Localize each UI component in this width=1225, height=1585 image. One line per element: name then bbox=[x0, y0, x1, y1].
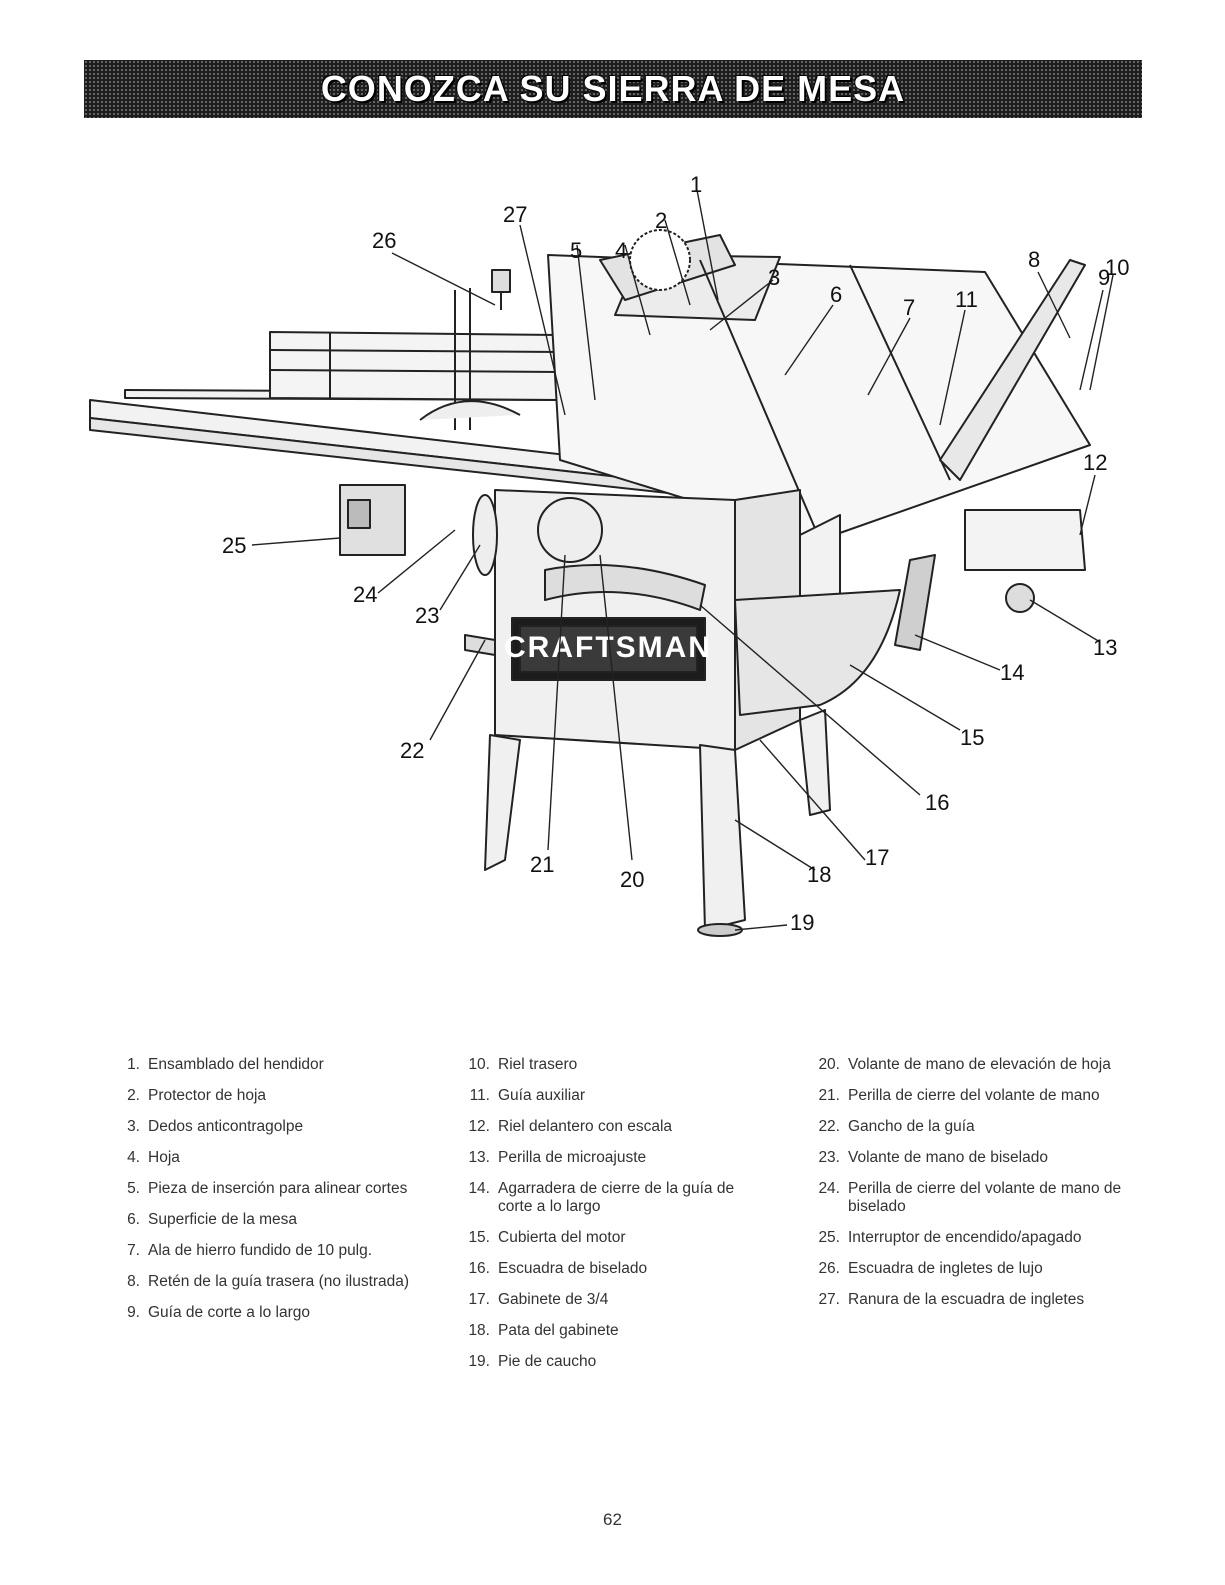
guide-hook bbox=[464, 634, 496, 656]
legend-item: 12.Riel delantero con escala bbox=[468, 1118, 673, 1135]
callout-9: 9 bbox=[1098, 265, 1110, 290]
legend-item: 11.Guía auxiliar bbox=[469, 1087, 586, 1104]
callout-27: 27 bbox=[503, 202, 527, 227]
callout-22: 22 bbox=[400, 738, 424, 763]
legend-item: 4.Hoja bbox=[127, 1149, 180, 1166]
table-saw-illustration: CRAFTSMAN bbox=[0, 160, 1225, 960]
legend-column-2: 10.Riel trasero 11.Guía auxiliar 12.Riel… bbox=[460, 1056, 760, 1384]
callout-4: 4 bbox=[615, 238, 627, 263]
legend-column-1: 1.Ensamblado del hendidor 2.Protector de… bbox=[110, 1056, 410, 1335]
legend-column-3: 20.Volante de mano de elevación de hoja … bbox=[810, 1056, 1130, 1322]
legend-item: 13.Perilla de microajuste bbox=[468, 1149, 647, 1166]
bevel-handwheel bbox=[472, 494, 498, 576]
legend-item: 19.Pie de caucho bbox=[468, 1353, 597, 1370]
legend-item: 22.Gancho de la guía bbox=[818, 1118, 975, 1135]
callout-26: 26 bbox=[372, 228, 396, 253]
micro-adjust-knob bbox=[1005, 583, 1035, 613]
leg-front-right bbox=[699, 744, 746, 931]
callout-20: 20 bbox=[620, 867, 644, 892]
legend-item: 25.Interruptor de encendido/apagado bbox=[818, 1229, 1082, 1246]
callout-19: 19 bbox=[790, 910, 814, 935]
leg-front-left bbox=[484, 734, 521, 871]
callout-12: 12 bbox=[1083, 450, 1107, 475]
callout-18: 18 bbox=[807, 862, 831, 887]
callout-5: 5 bbox=[570, 238, 582, 263]
title-banner: CONOZCA SU SIERRA DE MESA bbox=[84, 60, 1142, 118]
page-number: 62 bbox=[603, 1510, 622, 1529]
elevation-handwheel bbox=[537, 497, 603, 563]
legend-item: 8.Retén de la guía trasera (no ilustrada… bbox=[127, 1273, 410, 1290]
callout-21: 21 bbox=[530, 852, 554, 877]
callout-2: 2 bbox=[655, 208, 667, 233]
rip-fence bbox=[939, 259, 1086, 481]
legend-item: 9.Guía de corte a lo largo bbox=[127, 1304, 310, 1321]
brand-logo: CRAFTSMAN bbox=[504, 631, 712, 664]
callout-14: 14 bbox=[1000, 660, 1024, 685]
callout-3: 3 bbox=[768, 265, 780, 290]
bevel-scale bbox=[544, 564, 706, 611]
legend-item: 18.Pata del gabinete bbox=[468, 1322, 619, 1339]
legend-item: 2.Protector de hoja bbox=[127, 1087, 267, 1104]
legend-item: 7.Ala de hierro fundido de 10 pulg. bbox=[127, 1242, 373, 1259]
legend-item: 16.Escuadra de biselado bbox=[468, 1260, 648, 1277]
legend-item: 1.Ensamblado del hendidor bbox=[127, 1056, 324, 1073]
legend-item: 15.Cubierta del motor bbox=[468, 1229, 626, 1246]
table-saw-drawing: CRAFTSMAN bbox=[89, 172, 1129, 937]
rip-fence-lock-handle bbox=[894, 554, 936, 651]
callout-15: 15 bbox=[960, 725, 984, 750]
callout-7: 7 bbox=[903, 295, 915, 320]
callout-10: 10 bbox=[1105, 255, 1129, 280]
callout-25: 25 bbox=[222, 533, 246, 558]
legend-item: 14.Agarradera de cierre de la guía de co… bbox=[468, 1180, 735, 1215]
miter-fence bbox=[269, 331, 561, 401]
legend-item: 5.Pieza de inserción para alinear cortes bbox=[127, 1180, 408, 1197]
miter-knob bbox=[491, 269, 511, 293]
callout-6: 6 bbox=[830, 282, 842, 307]
legend-item: 10.Riel trasero bbox=[468, 1056, 578, 1073]
callout-23: 23 bbox=[415, 603, 439, 628]
page-title: CONOZCA SU SIERRA DE MESA bbox=[320, 68, 906, 109]
legend-item: 24.Perilla de cierre del volante de mano… bbox=[818, 1180, 1122, 1215]
legend-item: 17.Gabinete de 3/4 bbox=[468, 1291, 609, 1308]
legend-item: 26.Escuadra de ingletes de lujo bbox=[818, 1260, 1043, 1277]
saw-blade bbox=[629, 229, 691, 291]
motor-cover bbox=[734, 589, 901, 716]
callout-11: 11 bbox=[955, 287, 978, 312]
callout-1: 1 bbox=[690, 172, 702, 197]
callout-8: 8 bbox=[1028, 247, 1040, 272]
leg-rear bbox=[799, 709, 831, 816]
callout-17: 17 bbox=[865, 845, 889, 870]
legend-item: 20.Volante de mano de elevación de hoja bbox=[818, 1056, 1111, 1073]
legend-item: 27.Ranura de la escuadra de ingletes bbox=[818, 1291, 1085, 1308]
callout-24: 24 bbox=[353, 582, 377, 607]
legend-item: 23.Volante de mano de biselado bbox=[818, 1149, 1048, 1166]
legend-item: 3.Dedos anticontragolpe bbox=[127, 1118, 304, 1135]
callout-16: 16 bbox=[925, 790, 949, 815]
miter-protractor bbox=[419, 400, 521, 421]
legend-item: 6.Superficie de la mesa bbox=[127, 1211, 298, 1228]
callout-13: 13 bbox=[1093, 635, 1117, 660]
legend-item: 21.Perilla de cierre del volante de mano bbox=[818, 1087, 1100, 1104]
